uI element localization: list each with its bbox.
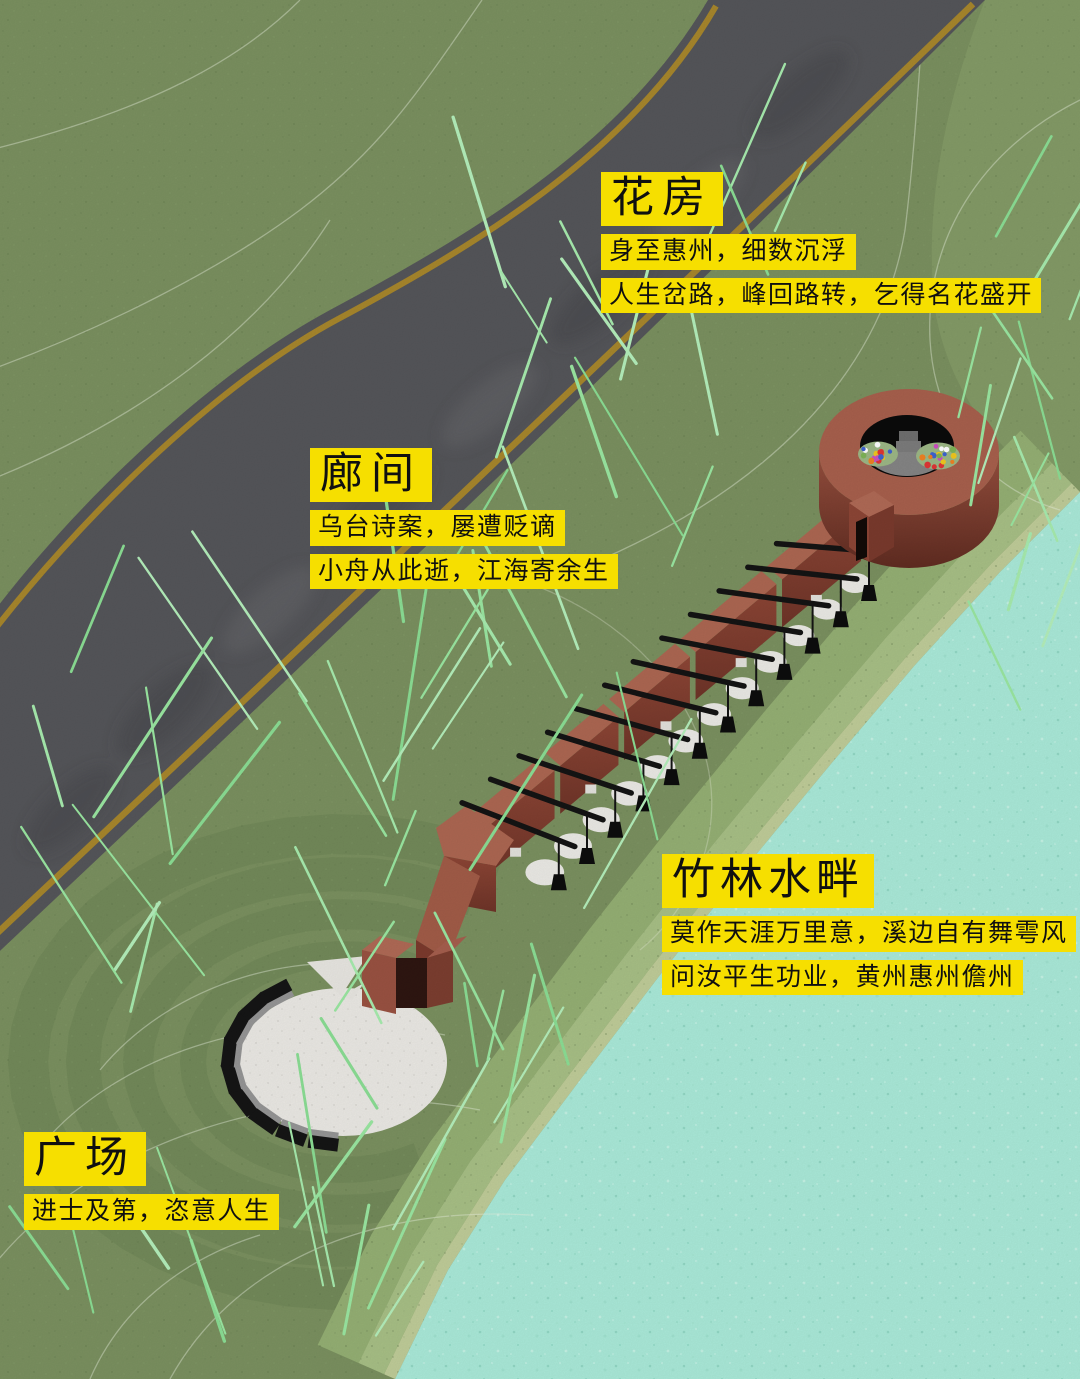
- label-flower-house-line2: 人生岔路，峰回路转，乞得名花盛开: [601, 277, 1042, 314]
- label-flower-house-line1: 身至惠州，细数沉浮: [601, 234, 856, 270]
- label-corridor: 廊间 乌台诗案，屡遭贬谪 小舟从此逝，江海寄余生: [310, 448, 618, 590]
- label-corridor-title: 廊间: [310, 448, 432, 503]
- label-bamboo-waterside: 竹林水畔 莫作天涯万里意，溪边自有舞雩风 问汝平生功业，黄州惠州儋州: [662, 854, 1076, 996]
- label-bamboo-waterside-title: 竹林水畔: [662, 854, 874, 909]
- label-bamboo-waterside-line1: 莫作天涯万里意，溪边自有舞雩风: [662, 916, 1076, 952]
- label-corridor-line2: 小舟从此逝，江海寄余生: [310, 553, 618, 590]
- label-flower-house-title: 花房: [601, 172, 723, 227]
- label-plaza-title: 广场: [24, 1132, 146, 1187]
- label-bamboo-waterside-line2: 问汝平生功业，黄州惠州儋州: [662, 959, 1023, 996]
- label-plaza: 广场 进士及第，恣意人生: [24, 1132, 279, 1230]
- label-plaza-line1: 进士及第，恣意人生: [24, 1194, 279, 1230]
- label-flower-house: 花房 身至惠州，细数沉浮 人生岔路，峰回路转，乞得名花盛开: [601, 172, 1042, 314]
- label-corridor-line1: 乌台诗案，屡遭贬谪: [310, 510, 565, 546]
